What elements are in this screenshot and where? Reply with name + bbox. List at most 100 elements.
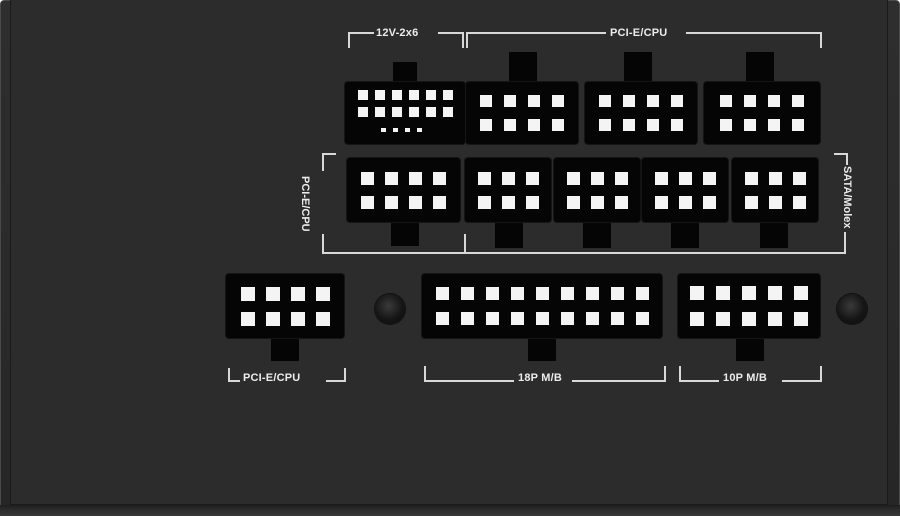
connector-pin [678, 171, 692, 185]
label-pcie-cpu-left: PCI-E/CPU [299, 176, 311, 232]
socket-12v-2x6 [345, 82, 465, 144]
connector-pin [510, 287, 524, 300]
connector-pin [525, 195, 539, 209]
connector-pin [460, 287, 474, 300]
connector-pin [315, 286, 330, 301]
connector-pin [501, 195, 515, 209]
connector-pin [425, 90, 436, 100]
connector-pin [552, 95, 564, 107]
socket-pcie-cpu-top-2 [585, 82, 697, 144]
connector-pin [409, 195, 422, 209]
connector-pin [671, 119, 683, 131]
connector-pin [315, 311, 330, 326]
connector-pin [744, 171, 758, 185]
connector-pin [480, 95, 492, 107]
connector-pin [614, 171, 628, 185]
connector-pin [702, 195, 716, 209]
label-pcie-cpu-top: PCI-E/CPU [610, 27, 668, 39]
connector-pin [744, 119, 756, 131]
connector-pin [552, 119, 564, 131]
connector-pin [792, 171, 806, 185]
connector-pin [535, 312, 549, 325]
sense-pin [393, 128, 398, 132]
bracket-10p-left [679, 366, 719, 382]
bracket-pcie-top-left [466, 32, 606, 48]
connector-pin [768, 171, 782, 185]
bracket-12v-2x6-left [348, 32, 374, 48]
latch-pcie-bottom [271, 335, 299, 361]
connector-pin [361, 195, 374, 209]
connector-pin [590, 195, 604, 209]
bracket-mid-left-top [322, 153, 336, 171]
connector-pin [610, 287, 624, 300]
label-10p-mb: 10P M/B [723, 372, 767, 384]
connector-pin [720, 95, 732, 107]
connector-pin [485, 312, 499, 325]
connector-pin [768, 286, 782, 300]
connector-pin [460, 312, 474, 325]
connector-pin [409, 171, 422, 185]
connector-pin [240, 311, 255, 326]
label-pcie-cpu-bottom: PCI-E/CPU [243, 372, 301, 384]
latch-pcie-top-3 [746, 52, 774, 86]
connector-pin [742, 286, 756, 300]
connector-pin [678, 195, 692, 209]
latch-pcie-top-1 [509, 52, 537, 86]
latch-18p [528, 335, 556, 361]
bracket-bottom-pcie-left [228, 368, 240, 382]
label-sata-molex: SATA/Molex [841, 166, 853, 229]
screw-left [375, 294, 405, 324]
connector-pin [357, 107, 368, 117]
connector-pin [528, 95, 540, 107]
connector-pin [792, 95, 804, 107]
connector-pin [480, 119, 492, 131]
connector-pin [510, 312, 524, 325]
connector-pin [768, 95, 780, 107]
label-12v-2x6: 12V-2x6 [376, 27, 419, 39]
connector-pin [477, 171, 491, 185]
connector-pin [528, 119, 540, 131]
connector-pin [385, 195, 398, 209]
connector-pin [477, 195, 491, 209]
latch-pcie-top-2 [624, 52, 652, 86]
connector-pin [623, 119, 635, 131]
connector-pin [635, 312, 649, 325]
connector-pin [623, 95, 635, 107]
connector-pin [720, 119, 732, 131]
panel-bottom-edge [0, 505, 900, 516]
connector-pin [374, 90, 385, 100]
socket-18p-mb [422, 274, 662, 338]
connector-pin [391, 107, 402, 117]
socket-pcie-cpu-top-1 [466, 82, 578, 144]
socket-sata-molex-4 [732, 158, 818, 222]
latch-10p [736, 335, 764, 361]
socket-pcie-cpu-top-3 [704, 82, 820, 144]
connector-pin [768, 312, 782, 326]
connector-pin [560, 287, 574, 300]
connector-pin [647, 95, 659, 107]
connector-pin [525, 171, 539, 185]
connector-pin [385, 171, 398, 185]
connector-pin [647, 119, 659, 131]
connector-pin [504, 95, 516, 107]
connector-pin [614, 195, 628, 209]
connector-pin [566, 171, 580, 185]
connector-pin [374, 107, 385, 117]
socket-sata-molex-1 [465, 158, 551, 222]
connector-pin [408, 107, 419, 117]
connector-pin [716, 286, 730, 300]
connector-pin [290, 286, 305, 301]
connector-pin [635, 287, 649, 300]
connector-pin [654, 171, 668, 185]
connector-pin [265, 311, 280, 326]
socket-pcie-cpu-mid [347, 158, 460, 222]
connector-pin [408, 90, 419, 100]
connector-pin [792, 195, 806, 209]
bracket-12v-2x6-right [438, 32, 464, 48]
bracket-mid-right-bottom [466, 232, 846, 254]
bracket-18p-left [424, 366, 514, 382]
connector-pin [535, 287, 549, 300]
connector-pin [442, 90, 453, 100]
connector-pin [290, 311, 305, 326]
connector-pin [599, 95, 611, 107]
